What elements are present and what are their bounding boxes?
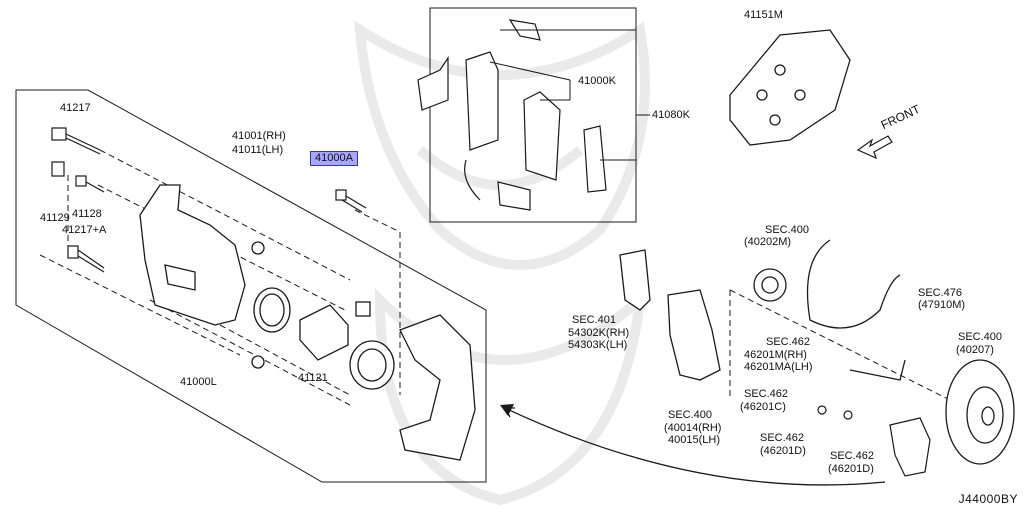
bleeder-41129 [51, 161, 105, 193]
label-sec462c-sub: (46201D) [760, 445, 806, 457]
pad-kit-frame [429, 7, 637, 223]
piston-seal-set [253, 287, 395, 390]
knuckle-hub [619, 239, 906, 381]
label-sec400c-l1: (40014(RH) [664, 422, 722, 434]
label-sec462b: SEC.462 [744, 388, 789, 400]
label-41000k: 41000K [578, 75, 616, 87]
label-41011: 41011(LH) [232, 144, 284, 156]
label-41080k: 41080K [652, 109, 690, 121]
highlighted-part-41000a[interactable]: 41000A [310, 151, 358, 166]
label-41217a: 41217+A [62, 224, 107, 236]
dust-shield [729, 29, 851, 146]
label-sec400b: SEC.400 [958, 331, 1003, 343]
label-41121: 41121 [298, 372, 328, 384]
label-sec462a-l1: 46201M(RH) [744, 349, 807, 361]
label-sec401-l1: 54302K(RH) [568, 327, 630, 339]
caliper-body [139, 184, 265, 369]
front-arrow [856, 135, 893, 160]
label-sec462d: SEC.462 [830, 450, 875, 462]
label-sec476-sub: (47910M) [918, 299, 966, 311]
bolt-41217 [51, 127, 101, 155]
label-sec400c-l2: 40015(LH) [668, 434, 720, 446]
diagram-code: J44000BY [958, 492, 1018, 506]
label-41001: 41001(RH) [232, 130, 286, 142]
bolt-41000a [335, 189, 367, 213]
label-sec462a-l2: 46201MA(LH) [744, 361, 813, 373]
label-sec401: SEC.401 [572, 314, 617, 326]
torque-member [399, 314, 476, 461]
label-41217: 41217 [60, 102, 91, 114]
label-41151m: 41151M [744, 9, 783, 21]
label-sec400c: SEC.400 [668, 409, 713, 421]
brake-pads [417, 19, 607, 211]
label-41129: 41129 [40, 212, 70, 224]
label-sec462a: SEC.462 [766, 336, 811, 348]
pad-leader-lines [489, 29, 636, 161]
disc-rotor [945, 359, 1015, 465]
label-sec401-l2: 54303K(LH) [568, 339, 628, 351]
label-sec462d-sub: (46201D) [828, 463, 874, 475]
label-sec400a: SEC.400 [765, 224, 810, 236]
caliper-frame [15, 89, 487, 483]
small-caliper [817, 405, 931, 477]
label-sec462b-sub: (46201C) [740, 401, 786, 413]
label-sec400a-sub: (40202M) [744, 236, 792, 248]
label-41128: 41128 [72, 208, 102, 220]
label-41000l: 41000L [180, 376, 217, 388]
label-sec462c: SEC.462 [760, 432, 805, 444]
arrow-head [500, 404, 514, 416]
assembly-lines [39, 149, 951, 406]
bolt-41217a [67, 245, 105, 273]
label-sec476: SEC.476 [918, 287, 963, 299]
label-sec400b-sub: (40207) [956, 344, 994, 356]
